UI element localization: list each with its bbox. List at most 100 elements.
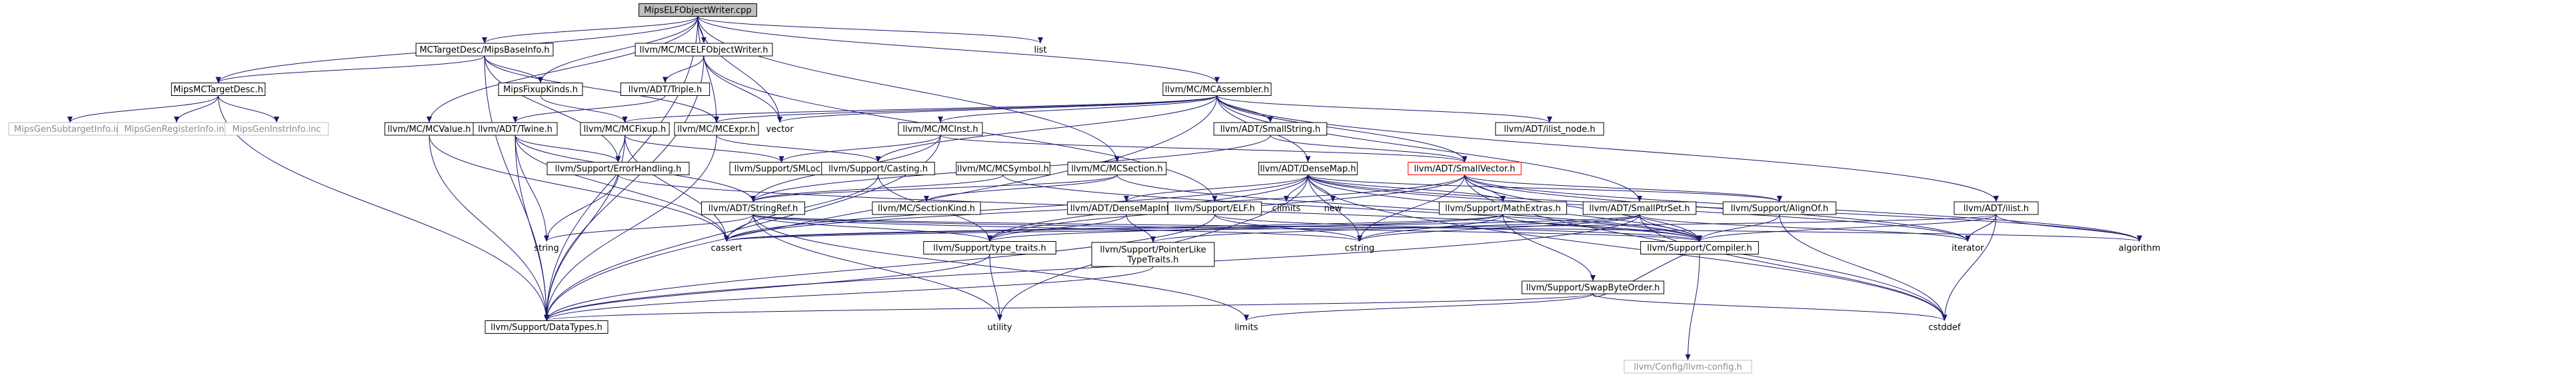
- graph-node-smallvec[interactable]: llvm/ADT/SmallVector.h: [1408, 162, 1522, 175]
- graph-node-mgsi[interactable]: MipsGenSubtargetInfo.inc: [8, 122, 132, 136]
- node-label: climits: [1272, 204, 1301, 214]
- graph-node-cstddef[interactable]: cstddef: [1928, 323, 1961, 333]
- graph-node-twine[interactable]: llvm/ADT/Twine.h: [473, 122, 558, 136]
- graph-node-mgri[interactable]: MipsGenRegisterInfo.inc: [117, 122, 236, 136]
- node-box: [1522, 280, 1664, 294]
- graph-node-ilistnode[interactable]: llvm/ADT/ilist_node.h: [1495, 122, 1604, 136]
- graph-node-errh[interactable]: llvm/Support/ErrorHandling.h: [547, 162, 690, 175]
- graph-node-ilist[interactable]: list: [1034, 45, 1046, 55]
- edge-mcelf-to-triple: [662, 55, 704, 83]
- edge-densemap-to-new: [1308, 175, 1336, 202]
- graph-node-densemap[interactable]: llvm/ADT/DenseMap.h: [1258, 162, 1358, 175]
- graph-node-mcexpr[interactable]: llvm/MC/MCExpr.h: [674, 122, 759, 136]
- node-label: llvm/ADT/Triple.h: [629, 85, 702, 95]
- node-box: [1953, 201, 2039, 215]
- node-label: llvm/Support/Compiler.h: [1647, 244, 1752, 254]
- edge-mmtd-to-mgri: [174, 95, 219, 123]
- edge-mfk-to-mcfixup: [540, 95, 628, 123]
- edge-strref-to-utility: [752, 214, 1002, 321]
- graph-node-alignof[interactable]: llvm/Support/AlignOf.h: [1722, 201, 1837, 215]
- edge-root-to-mfk: [538, 16, 698, 83]
- edge-typetraits-to-utility: [989, 254, 1002, 321]
- node-box: [635, 43, 773, 57]
- graph-node-mcfixup[interactable]: llvm/MC/MCFixup.h: [580, 122, 670, 136]
- graph-node-new[interactable]: new: [1324, 204, 1342, 214]
- graph-node-mcinst[interactable]: llvm/MC/MCInst.h: [898, 122, 983, 136]
- graph-node-mcsym[interactable]: llvm/MC/MCSymbol.h: [956, 162, 1050, 175]
- edge-adtilist-to-cassert: [724, 214, 1997, 242]
- graph-node-spp[interactable]: llvm/ADT/SmallPtrSet.h: [1582, 201, 1697, 215]
- edge-mcinst-to-smallvec: [940, 135, 1468, 163]
- graph-node-mgii[interactable]: MipsGenInstrInfo.inc: [225, 122, 329, 136]
- edge-densemap-to-cassert: [724, 175, 1308, 242]
- edge-spp-to-cstddef: [1639, 214, 1947, 321]
- node-label: llvm/ADT/Twine.h: [478, 125, 553, 135]
- graph-node-smloc[interactable]: llvm/Support/SMLoc.h: [729, 162, 834, 175]
- node-label: limits: [1234, 323, 1258, 333]
- graph-node-datatypes[interactable]: llvm/Support/DataTypes.h: [485, 320, 609, 334]
- edge-mcinst-to-smloc: [778, 135, 941, 163]
- graph-node-smallstr[interactable]: llvm/ADT/SmallString.h: [1213, 122, 1328, 136]
- graph-node-mcsec[interactable]: llvm/MC/MCSection.h: [1067, 162, 1167, 175]
- node-label: cstring: [1345, 244, 1374, 254]
- node-box: [639, 3, 757, 17]
- graph-node-swapbo[interactable]: llvm/Support/SwapByteOrder.h: [1522, 280, 1664, 294]
- graph-node-triple[interactable]: llvm/ADT/Triple.h: [620, 83, 710, 96]
- node-label: cstddef: [1928, 323, 1961, 333]
- edge-adtilist-to-algorithm: [1995, 214, 2142, 242]
- graph-node-mcelf[interactable]: llvm/MC/MCELFObjectWriter.h: [635, 43, 773, 57]
- node-label: string: [534, 244, 559, 254]
- edge-mbi-to-mfk: [484, 55, 543, 83]
- graph-node-algorithm[interactable]: algorithm: [2119, 244, 2161, 254]
- node-box: [1162, 83, 1272, 96]
- graph-node-strref[interactable]: llvm/ADT/StringRef.h: [701, 201, 805, 215]
- node-box: [1624, 360, 1752, 374]
- graph-node-adtilist[interactable]: llvm/ADT/ilist.h: [1953, 201, 2039, 215]
- edge-swapbo-to-datatypes: [544, 293, 1594, 321]
- graph-node-climits[interactable]: climits: [1272, 204, 1301, 214]
- graph-node-limits[interactable]: limits: [1234, 323, 1258, 333]
- graph-node-mcseckind[interactable]: llvm/MC/SectionKind.h: [872, 201, 981, 215]
- edge-errh-to-string: [544, 175, 619, 242]
- graph-node-mca[interactable]: llvm/MC/MCAssembler.h: [1162, 83, 1272, 96]
- edge-spp-to-ptrlike: [1150, 214, 1640, 243]
- node-label: MipsELFObjectWriter.cpp: [644, 6, 751, 16]
- graph-node-utility[interactable]: utility: [988, 323, 1012, 333]
- edge-mca-to-vector: [777, 95, 1218, 123]
- edge-mcvalue-to-datatypes: [429, 135, 549, 321]
- graph-node-string[interactable]: string: [534, 244, 559, 254]
- edge-adtilist-to-compiler: [1697, 214, 1997, 242]
- graph-node-cstring[interactable]: cstring: [1345, 244, 1374, 254]
- graph-node-selfh[interactable]: llvm/Support/ELF.h: [1167, 201, 1262, 215]
- graph-node-mathex[interactable]: llvm/Support/MathExtras.h: [1438, 201, 1568, 215]
- node-box: [956, 162, 1050, 175]
- edge-mca-to-adtilist: [1216, 95, 1999, 202]
- edge-mcexpr-to-casting: [716, 135, 881, 163]
- edge-mbi-to-errh: [484, 55, 621, 163]
- graph-node-iterator[interactable]: iterator: [1951, 244, 1984, 254]
- edge-selfh-to-compiler: [1214, 214, 1702, 242]
- graph-node-mfk[interactable]: MipsFixupKinds.h: [498, 83, 583, 96]
- graph-node-root[interactable]: MipsELFObjectWriter.cpp: [639, 3, 757, 17]
- graph-node-mcvalue[interactable]: llvm/MC/MCValue.h: [384, 122, 475, 136]
- node-box: [415, 43, 554, 57]
- graph-node-mmtd[interactable]: MipsMCTargetDesc.h: [171, 83, 266, 96]
- graph-node-typetraits[interactable]: llvm/Support/type_traits.h: [923, 241, 1056, 254]
- graph-node-compiler[interactable]: llvm/Support/Compiler.h: [1640, 241, 1759, 254]
- graph-node-dmi[interactable]: llvm/ADT/DenseMapInfo.h: [1067, 201, 1186, 215]
- edge-twine-to-datatypes: [515, 135, 549, 321]
- graph-node-config[interactable]: llvm/Config/llvm-config.h: [1624, 360, 1752, 374]
- graph-node-casting[interactable]: llvm/Support/Casting.h: [821, 162, 935, 175]
- graph-node-mbi[interactable]: MCTargetDesc/MipsBaseInfo.h: [415, 43, 554, 57]
- node-box: [473, 122, 558, 136]
- node-label: TypeTraits.h: [1126, 255, 1178, 265]
- graph-node-vector[interactable]: vector: [766, 125, 794, 135]
- edge-twine-to-string: [515, 135, 549, 242]
- node-box: [1722, 201, 1837, 215]
- node-label: llvm/Support/MathExtras.h: [1445, 204, 1561, 214]
- graph-node-cassert[interactable]: cassert: [710, 244, 742, 254]
- edge-selfh-to-cstring: [1214, 214, 1362, 242]
- edge-typetraits-to-datatypes: [544, 254, 990, 321]
- edge-mca-to-smallstr: [1216, 95, 1273, 123]
